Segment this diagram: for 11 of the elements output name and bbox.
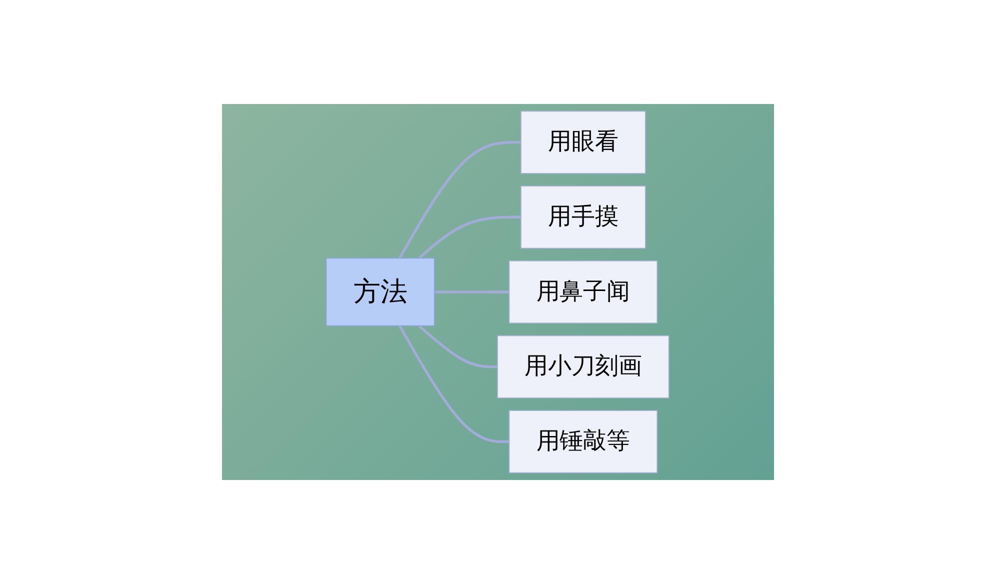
branch-line xyxy=(398,325,510,444)
branch-box: 用小刀刻画 xyxy=(498,335,670,398)
branch-line xyxy=(418,324,498,368)
branch-box: 用手摸 xyxy=(521,186,646,249)
branch-line xyxy=(418,216,522,260)
branch-box: 用鼻子闻 xyxy=(509,260,658,324)
branch-box: 用锤敲等 xyxy=(509,410,658,474)
branch-line xyxy=(398,140,522,259)
branch-line xyxy=(434,290,510,294)
topic-box: 方法 xyxy=(326,258,436,326)
branch-box: 用眼看 xyxy=(521,110,646,174)
